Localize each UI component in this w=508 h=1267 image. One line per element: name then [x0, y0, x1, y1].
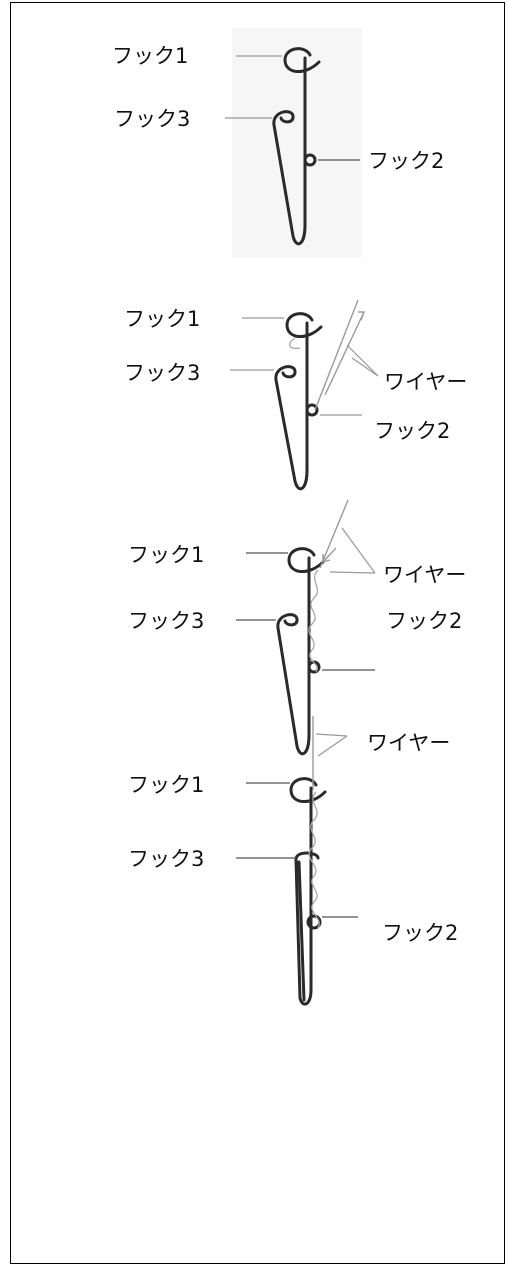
panel-3-hook1-label: フック1	[128, 543, 204, 567]
wire-leader	[315, 733, 348, 737]
hook-body	[289, 777, 327, 1006]
wire-leader	[329, 571, 376, 574]
wire-strand	[314, 299, 359, 411]
hook2-ring	[303, 153, 317, 167]
hook-body	[274, 312, 323, 491]
wire-coil	[308, 569, 319, 673]
panel-4-wire-label: ワイヤー	[367, 731, 450, 755]
hook2-ring	[306, 914, 322, 930]
wire-leader	[346, 344, 379, 377]
panel-2: フック1 フック3 ワイヤー フック2	[124, 299, 467, 491]
wire-end-curl	[289, 337, 301, 350]
panel-1-backdrop	[232, 28, 362, 258]
figure-frame	[10, 2, 505, 1264]
wire-strand	[319, 499, 349, 569]
panel-3-hook3-label: フック3	[128, 609, 204, 633]
hook-body	[272, 47, 321, 246]
panel-2-wire-label: ワイヤー	[384, 370, 467, 394]
wire-leader	[351, 357, 379, 377]
hook-body	[276, 547, 325, 756]
panel-4-hook1-label: フック1	[128, 773, 204, 797]
wire-coil	[308, 791, 320, 929]
wire-arrow-icon	[322, 547, 337, 563]
panel-1: フック1 フック3 フック2	[112, 28, 444, 258]
panel-3-hook2-label: フック2	[386, 609, 462, 633]
wire-strand	[324, 311, 365, 396]
panel-1-hook3-label: フック3	[114, 107, 190, 131]
panel-2-hook2-label: フック2	[374, 419, 450, 443]
wire-arrow-icon	[358, 311, 366, 321]
wire-arrowhead-icon	[322, 554, 331, 563]
panel-2-hook1-label: フック1	[124, 307, 200, 331]
panel-4-hook2-label: フック2	[382, 921, 458, 945]
panel-3-wire-label: ワイヤー	[383, 563, 466, 587]
panel-4: ワイヤー フック1 フック3 フック2	[128, 716, 458, 1006]
panel-2-hook3-label: フック3	[124, 361, 200, 385]
panel-4-hook3-label: フック3	[128, 847, 204, 871]
panel-1-hook2-label: フック2	[368, 149, 444, 173]
wire-leader	[317, 735, 348, 757]
panel-3: フック1 フック3 ワイヤー フック2	[128, 499, 466, 756]
hook2-ring	[305, 403, 319, 417]
panel-1-hook1-label: フック1	[112, 44, 188, 68]
wire-leader	[341, 527, 376, 574]
